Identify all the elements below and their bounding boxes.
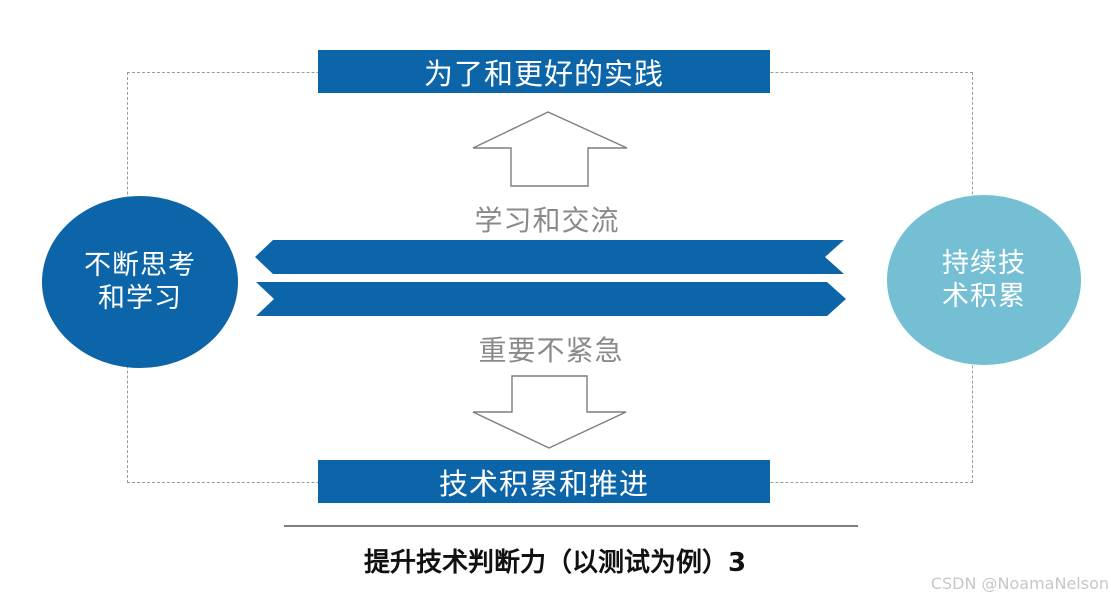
down-block-arrow-icon [472,375,627,449]
right-circle-node: 持续技 术积累 [887,195,1081,365]
left-chevron-arrow-icon [255,240,844,274]
caption-divider-line [284,525,858,527]
down-flow-label: 重要不紧急 [478,334,624,367]
left-circle-node: 不断思考 和学习 [42,196,238,368]
up-block-arrow-icon [472,111,628,187]
top-banner: 为了和更好的实践 [318,50,770,93]
left-circle-line1: 不断思考 [84,250,196,281]
bottom-banner: 技术积累和推进 [318,460,770,503]
top-banner-label: 为了和更好的实践 [423,56,664,91]
up-flow-label: 学习和交流 [474,204,620,237]
right-circle-line1: 持续技 [942,248,1026,279]
right-chevron-arrow-icon [256,282,846,316]
watermark-text: CSDN @NoamaNelson [930,574,1109,593]
left-circle-line2: 和学习 [98,283,182,314]
bottom-banner-label: 技术积累和推进 [438,466,649,501]
caption-title: 提升技术判断力（以测试为例）3 [363,548,747,578]
right-circle-line2: 术积累 [942,281,1026,312]
